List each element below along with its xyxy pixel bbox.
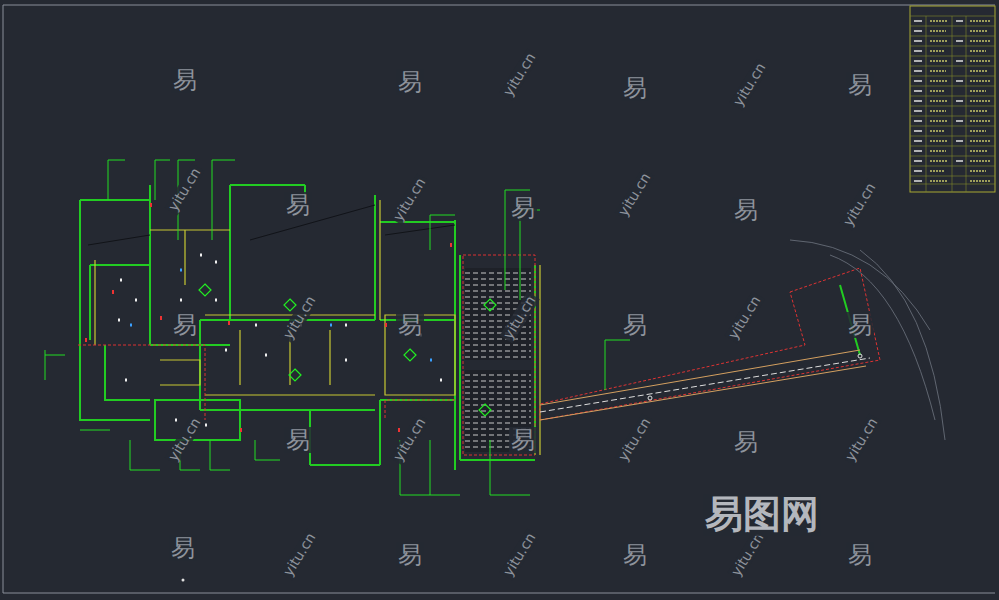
watermark: yitu.cn	[500, 529, 540, 581]
contour-lines	[790, 240, 945, 440]
socket-symbols	[85, 205, 452, 430]
watermark: 易	[846, 542, 874, 568]
watermark: 易	[284, 427, 312, 453]
watermark: yitu.cn	[615, 169, 655, 221]
watermark: 易	[846, 312, 874, 338]
sheet-frame	[3, 5, 995, 593]
watermark: 易	[171, 67, 199, 93]
watermark: yitu.cn	[730, 59, 770, 111]
ramp-marker	[648, 396, 652, 400]
legend-table	[910, 6, 995, 192]
sheet-mark	[182, 579, 185, 582]
watermark: yitu.cn	[280, 529, 320, 581]
watermark: 易	[509, 195, 537, 221]
watermark: yitu.cn	[500, 49, 540, 101]
watermark: 易	[169, 535, 197, 561]
switch-symbols	[130, 270, 432, 360]
partition-lines	[95, 200, 540, 455]
watermark: yitu.cn	[728, 529, 768, 581]
ramp-centre-line	[540, 358, 870, 412]
watermark: 易	[284, 192, 312, 218]
watermark: yitu.cn	[165, 164, 205, 216]
legend-grid	[910, 16, 995, 192]
leader-lines	[45, 160, 630, 495]
watermark: 易	[509, 427, 537, 453]
watermark: 易	[621, 542, 649, 568]
watermark: yitu.cn	[840, 179, 880, 231]
legend-symbols	[914, 21, 963, 181]
watermark: 易图网	[703, 494, 821, 536]
ramp-marker	[858, 354, 862, 358]
watermark: 易	[396, 312, 424, 338]
watermark: 易	[171, 312, 199, 338]
watermark: yitu.cn	[390, 174, 430, 226]
watermark: 易	[732, 429, 760, 455]
light-symbols	[118, 255, 442, 425]
watermark: 易	[396, 542, 424, 568]
watermark: 易	[396, 69, 424, 95]
watermark: yitu.cn	[390, 414, 430, 466]
equipment-symbols	[199, 284, 496, 416]
watermark: 易	[732, 197, 760, 223]
wall-lines	[80, 185, 860, 470]
watermark: 易	[621, 75, 649, 101]
legend-border	[910, 6, 995, 192]
watermark: yitu.cn	[615, 414, 655, 466]
watermark: 易	[846, 72, 874, 98]
watermark: 易	[621, 312, 649, 338]
watermark: yitu.cn	[842, 414, 882, 466]
watermark: yitu.cn	[280, 292, 320, 344]
watermark: yitu.cn	[725, 292, 765, 344]
